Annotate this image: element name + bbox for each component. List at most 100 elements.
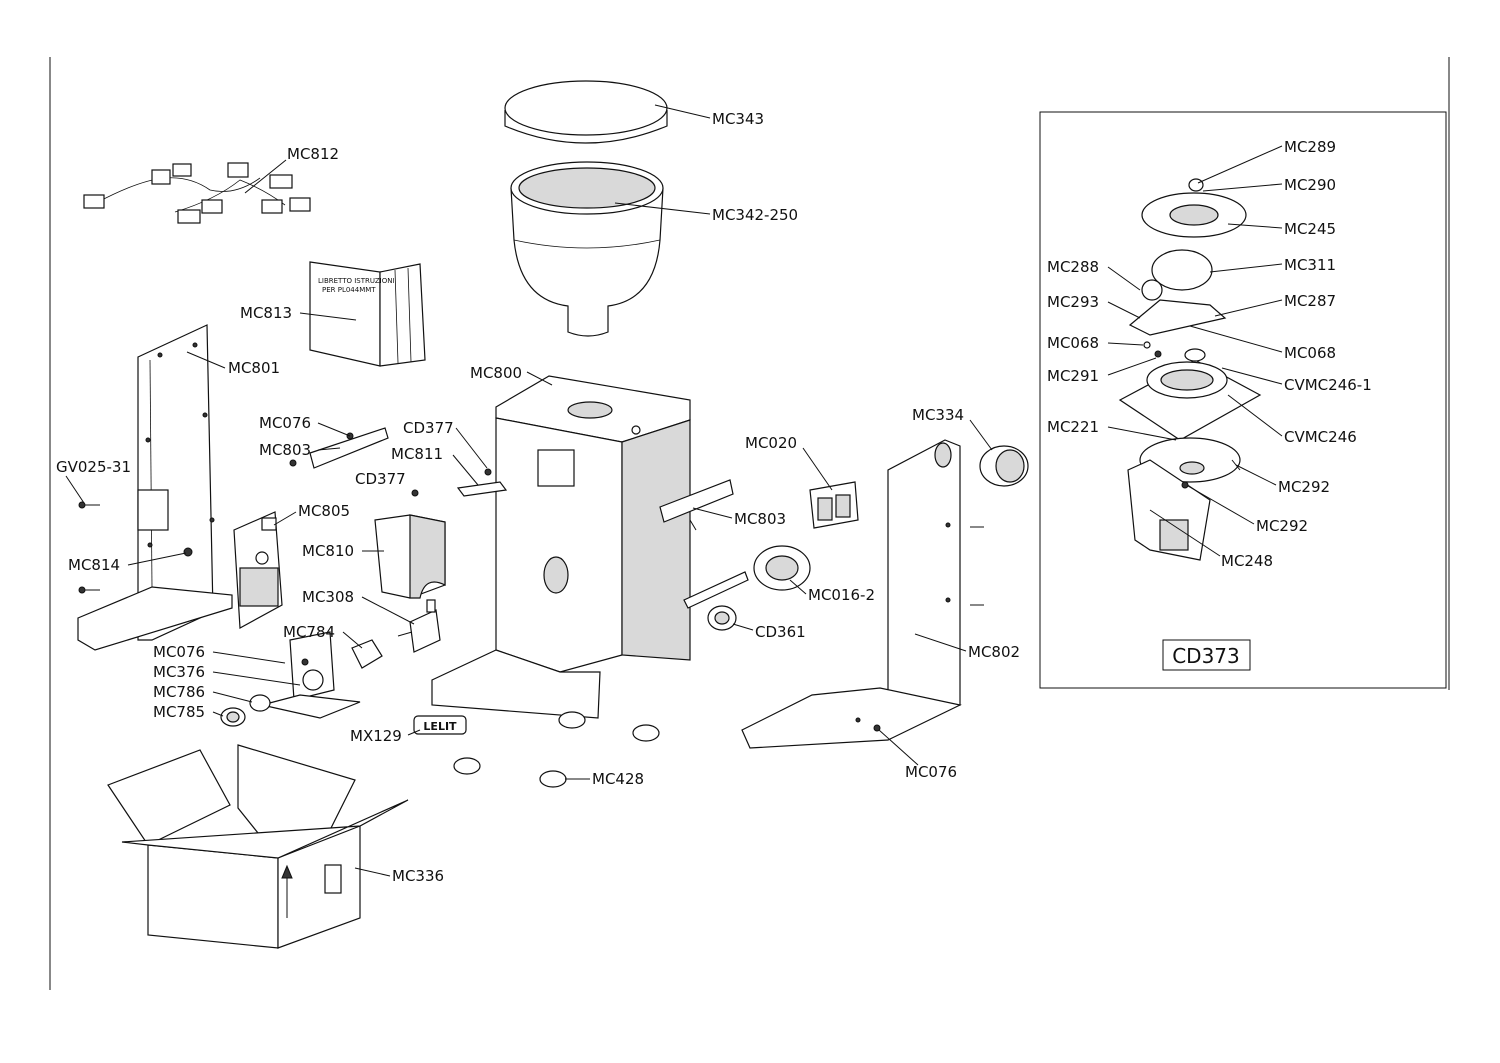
label-mc076b: MC076: [153, 643, 205, 661]
callout-gv025: GV025-31: [56, 458, 131, 504]
label-mc813: MC813: [240, 304, 292, 322]
small-bracket: [411, 468, 508, 497]
callout-cd377b: CD377: [355, 470, 406, 488]
label-cd377b: CD377: [355, 470, 406, 488]
label-mc288: MC288: [1047, 258, 1099, 276]
label-mc076c: MC076: [905, 763, 957, 781]
callout-mc814: MC814: [68, 552, 187, 574]
callout-mc811: MC811: [391, 445, 479, 486]
label-mc311: MC311: [1284, 256, 1336, 274]
brand-plate: LELIT: [413, 715, 467, 735]
label-mc290: MC290: [1284, 176, 1336, 194]
callout-mc812: MC812: [244, 145, 339, 194]
callout-mc068a: MC068: [1047, 334, 1144, 352]
label-cvmc246: CVMC246: [1284, 428, 1357, 446]
label-mc343: MC343: [712, 110, 764, 128]
label-mc292a: MC292: [1278, 478, 1330, 496]
right-side-panel: [741, 439, 984, 749]
label-mc811: MC811: [391, 445, 443, 463]
callout-mc068b: MC068: [1189, 325, 1336, 362]
callout-mc076c: MC076: [878, 729, 957, 781]
callout-mx129: MX129: [350, 727, 421, 745]
switch-cover: [374, 514, 446, 599]
hopper: [510, 161, 664, 337]
label-mc801: MC801: [228, 359, 280, 377]
callout-cvmc2461: CVMC246-1: [1221, 367, 1372, 394]
callout-mc785: MC785: [153, 703, 224, 721]
inset-frame: [1039, 111, 1447, 689]
callout-mc290: MC290: [1202, 176, 1336, 194]
label-mc334: MC334: [912, 406, 964, 424]
label-mc287: MC287: [1284, 292, 1336, 310]
inset-title-box: [1162, 639, 1251, 671]
screws-gv025: [78, 501, 193, 594]
label-mc016: MC016-2: [808, 586, 875, 604]
callout-cd377a: CD377: [403, 419, 488, 469]
callout-mc308: MC308: [302, 588, 415, 625]
knob-assembly: [220, 631, 383, 727]
callout-mc076a: MC076: [259, 414, 351, 437]
callout-mc802: MC802: [914, 633, 1020, 661]
hopper-lid: [504, 80, 668, 144]
label-mc245: MC245: [1284, 220, 1336, 238]
instruction-manual: LIBRETTO ISTRUZIONI PER PL044MMT: [309, 261, 426, 367]
label-cvmc2461: CVMC246-1: [1284, 376, 1372, 394]
callout-mc288: MC288: [1047, 258, 1141, 291]
label-mc810: MC810: [302, 542, 354, 560]
callout-cd361: CD361: [732, 623, 806, 641]
manual-cover-line-2: PER PL044MMT: [322, 286, 376, 294]
callout-mc800: MC800: [470, 364, 553, 386]
manual-cover-line-1: LIBRETTO ISTRUZIONI: [318, 277, 395, 285]
callout-mc334: MC334: [912, 406, 993, 451]
callout-mc336: MC336: [354, 867, 444, 885]
label-mc803b: MC803: [734, 510, 786, 528]
label-cd377a: CD377: [403, 419, 454, 437]
label-mx129: MX129: [350, 727, 402, 745]
callout-mc784: MC784: [283, 623, 363, 649]
callout-mc810: MC810: [302, 542, 384, 560]
callout-mc287: MC287: [1214, 292, 1336, 317]
rubber-feet: [453, 711, 660, 788]
inset-title: CD373: [1172, 644, 1240, 668]
callout-mc016: MC016-2: [789, 579, 875, 604]
label-cd361: CD361: [755, 623, 806, 641]
label-mc784: MC784: [283, 623, 335, 641]
adjustment-knob: [979, 445, 1029, 487]
label-mc786: MC786: [153, 683, 205, 701]
callout-mc803b: MC803: [692, 507, 786, 528]
left-side-panel: [77, 324, 233, 651]
shipping-box: [107, 744, 409, 949]
label-mc068b: MC068: [1284, 344, 1336, 362]
label-mc308: MC308: [302, 588, 354, 606]
callout-mc248: MC248: [1149, 509, 1273, 570]
callout-mc245: MC245: [1227, 220, 1336, 238]
label-mc221: MC221: [1047, 418, 1099, 436]
callout-mc292a: MC292: [1235, 464, 1330, 496]
label-mc800: MC800: [470, 364, 522, 382]
main-body: [431, 375, 691, 719]
label-mc248: MC248: [1221, 552, 1273, 570]
label-mc814: MC814: [68, 556, 120, 574]
callout-mc428: MC428: [565, 770, 644, 788]
callout-cvmc246: CVMC246: [1227, 394, 1357, 446]
callout-mc292b: MC292: [1187, 485, 1308, 535]
label-gv025: GV025-31: [56, 458, 131, 476]
label-mc289: MC289: [1284, 138, 1336, 156]
microswitch: [397, 599, 441, 653]
label-mc293: MC293: [1047, 293, 1099, 311]
power-cord: [683, 545, 811, 609]
callout-mc293: MC293: [1047, 293, 1141, 319]
label-mc076a: MC076: [259, 414, 311, 432]
callout-mc291: MC291: [1047, 357, 1157, 385]
grinder-assembly: [1118, 178, 1262, 561]
label-mc802: MC802: [968, 643, 1020, 661]
callout-mc342: MC342-250: [614, 202, 798, 224]
label-mc292b: MC292: [1256, 517, 1308, 535]
label-mc805: MC805: [298, 502, 350, 520]
callout-mc020: MC020: [745, 434, 833, 491]
callout-mc805: MC805: [273, 502, 350, 526]
label-mc785: MC785: [153, 703, 205, 721]
callout-mc376: MC376: [153, 663, 301, 686]
